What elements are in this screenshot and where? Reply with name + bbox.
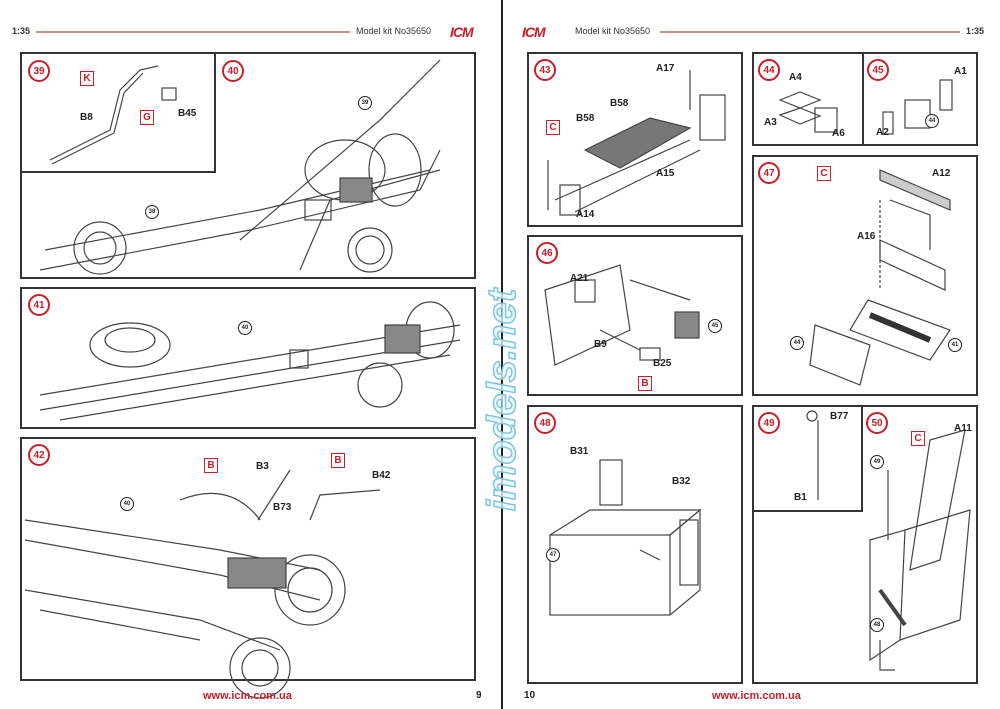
step-40-badge: 40 bbox=[222, 60, 244, 82]
part-label: B45 bbox=[178, 108, 197, 119]
paint-code-b: B bbox=[331, 453, 345, 468]
step-43-drawing bbox=[547, 70, 726, 216]
panel-separator bbox=[862, 52, 864, 146]
step-ref: 44 bbox=[925, 114, 939, 128]
step-ref: 48 bbox=[870, 618, 884, 632]
part-label: A1 bbox=[954, 66, 967, 77]
step-ref: 45 bbox=[708, 319, 722, 333]
step-48-drawing bbox=[549, 459, 702, 616]
part-label: A4 bbox=[789, 72, 802, 83]
part-label: A15 bbox=[656, 168, 675, 179]
step-39-exhaust-drawing bbox=[49, 65, 177, 165]
step-44-45-drawing bbox=[778, 79, 953, 135]
part-label: A21 bbox=[570, 273, 589, 284]
paint-code-c: C bbox=[546, 120, 560, 135]
step-ref: 40 bbox=[120, 497, 134, 511]
website-link-left[interactable]: www.icm.com.ua bbox=[203, 690, 292, 702]
paint-code-b: B bbox=[204, 458, 218, 473]
part-label: B77 bbox=[830, 411, 849, 422]
part-label: A2 bbox=[876, 127, 889, 138]
paint-code-g: G bbox=[140, 110, 154, 125]
step-41-chassis-drawing bbox=[39, 301, 461, 421]
part-label: A16 bbox=[857, 231, 876, 242]
website-link-right[interactable]: www.icm.com.ua bbox=[712, 690, 801, 702]
model-kit-right: Model kit No35650 bbox=[575, 26, 651, 36]
step-47-drawing bbox=[809, 169, 951, 386]
page-number-right: 10 bbox=[524, 690, 536, 701]
part-label: B31 bbox=[570, 446, 589, 457]
paint-code-c: C bbox=[817, 166, 831, 181]
part-label: A17 bbox=[656, 63, 675, 74]
icm-logo-right: ICM bbox=[522, 24, 546, 40]
step-44-badge: 44 bbox=[758, 59, 780, 81]
step-47-panel bbox=[752, 155, 978, 396]
page-divider bbox=[501, 0, 503, 709]
part-label: B42 bbox=[372, 470, 391, 481]
part-label: B9 bbox=[594, 339, 607, 350]
page-number-left: 9 bbox=[476, 690, 482, 701]
step-39-badge: 39 bbox=[28, 60, 50, 82]
part-label: B8 bbox=[80, 112, 93, 123]
paint-code-c: C bbox=[911, 431, 925, 446]
step-47-badge: 47 bbox=[758, 162, 780, 184]
step-ref: 49 bbox=[870, 455, 884, 469]
step-ref: 38 bbox=[145, 205, 159, 219]
step-46-panel bbox=[527, 235, 743, 396]
step-40-chassis-drawing bbox=[39, 59, 441, 275]
step-48-badge: 48 bbox=[534, 412, 556, 434]
step-49-50-drawing bbox=[806, 410, 971, 671]
step-43-badge: 43 bbox=[534, 59, 556, 81]
step-ref: 40 bbox=[238, 321, 252, 335]
model-kit-left: Model kit No35650 bbox=[356, 26, 432, 36]
step-42-chassis-drawing bbox=[24, 469, 381, 699]
part-label: B58 bbox=[576, 113, 595, 124]
watermark-text: imodels.net bbox=[480, 287, 524, 511]
part-label: A14 bbox=[576, 209, 595, 220]
paint-code-b: B bbox=[638, 376, 652, 391]
step-ref: 47 bbox=[546, 548, 560, 562]
paint-code-k: K bbox=[80, 71, 94, 86]
step-49-badge: 49 bbox=[758, 412, 780, 434]
step-48-panel bbox=[527, 405, 743, 684]
part-label: B25 bbox=[653, 358, 672, 369]
step-46-drawing bbox=[544, 264, 700, 366]
scale-left: 1:35 bbox=[12, 26, 31, 36]
icm-logo-left: ICM bbox=[450, 24, 474, 40]
step-ref: 41 bbox=[948, 338, 962, 352]
part-label: A3 bbox=[764, 117, 777, 128]
step-41-badge: 41 bbox=[28, 294, 50, 316]
part-label: A12 bbox=[932, 168, 951, 179]
part-label: B3 bbox=[256, 461, 269, 472]
part-label: B58 bbox=[610, 98, 629, 109]
header-rule-left bbox=[36, 31, 350, 33]
scale-right: 1:35 bbox=[966, 26, 985, 36]
header-rule-right bbox=[660, 31, 960, 33]
part-label: A11 bbox=[954, 423, 972, 434]
step-39-panel bbox=[20, 52, 216, 173]
step-46-badge: 46 bbox=[536, 242, 558, 264]
part-label: A6 bbox=[832, 128, 845, 139]
step-ref: 39 bbox=[358, 96, 372, 110]
part-label: B73 bbox=[273, 502, 292, 513]
part-label: B1 bbox=[794, 492, 807, 503]
step-42-badge: 42 bbox=[28, 444, 50, 466]
part-label: B32 bbox=[672, 476, 691, 487]
step-ref: 44 bbox=[790, 336, 804, 350]
step-45-badge: 45 bbox=[867, 59, 889, 81]
step-41-panel bbox=[20, 287, 476, 429]
step-50-badge: 50 bbox=[866, 412, 888, 434]
